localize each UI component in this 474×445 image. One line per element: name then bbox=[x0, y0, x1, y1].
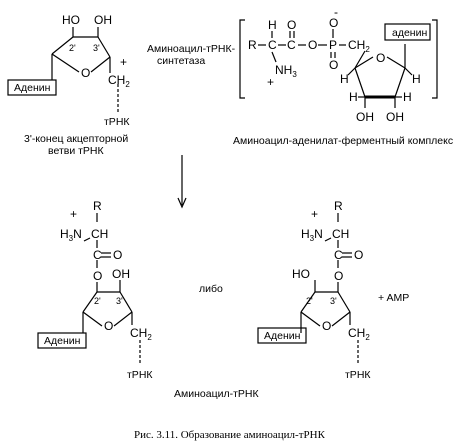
phosphorus-label: P bbox=[329, 38, 337, 52]
amine-charge-label: + bbox=[311, 207, 318, 221]
trna-end-structure bbox=[7, 27, 119, 112]
ch2-label: CH2 bbox=[348, 38, 370, 54]
carbonyl-c-label: C bbox=[287, 38, 296, 52]
c-alpha-label: C bbox=[268, 38, 277, 52]
amp-label: + AMP bbox=[378, 292, 409, 304]
ho-label: HO bbox=[292, 267, 310, 281]
trna-label: тРНК bbox=[127, 369, 153, 381]
ch2-label: CH2 bbox=[348, 326, 370, 342]
h-label-2: H bbox=[412, 72, 421, 86]
nh3-charge-label: + bbox=[267, 75, 274, 89]
h3n-label: H3N bbox=[301, 227, 323, 243]
caption-3-prime-line2: ветви тРНК bbox=[48, 145, 105, 157]
carbonyl-o-label: O bbox=[354, 248, 363, 262]
h-label-3: H bbox=[349, 90, 358, 104]
caption-3-prime-line1: 3'-конец акцепторной bbox=[24, 133, 128, 145]
r-group-label: R bbox=[334, 199, 343, 213]
oh-label: OH bbox=[112, 267, 130, 281]
phosphate-o-top-label: O bbox=[329, 16, 338, 30]
oh-left-label: HO bbox=[62, 13, 80, 27]
adenine-box bbox=[384, 23, 431, 41]
carbonyl-o-label: O bbox=[287, 18, 296, 32]
ring-oxygen-label: O bbox=[376, 51, 385, 65]
aminoacyl-trna-structure bbox=[37, 213, 141, 365]
r-group-label: R bbox=[248, 38, 257, 52]
ch2-label: CH2 bbox=[108, 73, 130, 89]
nh3-label: NH3 bbox=[275, 63, 297, 79]
adenine-label: аденин bbox=[392, 27, 427, 39]
product-caption: Аминоацил-тРНК bbox=[174, 388, 259, 400]
ester-o-label: O bbox=[93, 269, 102, 283]
trna-label: тРНК bbox=[345, 369, 371, 381]
c2-label: 2' bbox=[94, 296, 101, 306]
c2-label: 2' bbox=[306, 296, 313, 306]
carbonyl-c-label: C bbox=[93, 248, 102, 262]
adenine-label: Аденин bbox=[44, 335, 81, 347]
aminoacyl-trna-alt-structure bbox=[257, 213, 359, 365]
ring-oxygen-label: O bbox=[81, 66, 90, 80]
h-alpha-label: H bbox=[268, 18, 277, 32]
c3-label: 3' bbox=[93, 43, 100, 53]
figure-caption: Рис. 3.11. Образование аминоацил-тРНК bbox=[134, 429, 326, 441]
enzyme-name-line1: Аминоацил-тРНК- bbox=[147, 43, 236, 55]
oh-label-2: OH bbox=[386, 110, 404, 124]
adenine-label: Аденин bbox=[264, 330, 301, 342]
reaction-arrow bbox=[177, 155, 187, 209]
carbonyl-o-label: O bbox=[113, 248, 122, 262]
or-label: либо bbox=[199, 283, 223, 295]
ring-oxygen-label: O bbox=[104, 319, 113, 333]
trna-label: тРНК bbox=[104, 116, 130, 128]
h-label-1: H bbox=[340, 72, 349, 86]
ring-oxygen-label: O bbox=[322, 319, 331, 333]
c3-label: 3' bbox=[330, 296, 337, 306]
amine-charge-label: + bbox=[70, 207, 77, 221]
complex-caption: Аминоацил-аденилат-ферментный комплекс bbox=[233, 135, 453, 147]
c3-label: 3' bbox=[116, 296, 123, 306]
bridge-o-label: O bbox=[308, 38, 317, 52]
oh-right-label: OH bbox=[94, 13, 112, 27]
phosphate-o-bottom-label: O bbox=[329, 58, 338, 72]
phosphate-charge-label: - bbox=[334, 5, 338, 19]
adenine-box bbox=[37, 332, 87, 349]
plus-sign: + bbox=[120, 55, 127, 69]
ester-o-label: O bbox=[334, 269, 343, 283]
adenine-label: Аденин bbox=[14, 82, 51, 94]
adenine-box bbox=[257, 327, 307, 344]
ch-label: CH bbox=[91, 227, 108, 241]
ch2-label: CH2 bbox=[130, 326, 152, 342]
enzyme-name-line2: синтетаза bbox=[157, 55, 205, 67]
adenine-box bbox=[7, 79, 57, 96]
c2-label: 2' bbox=[69, 43, 76, 53]
oh-label-1: OH bbox=[356, 110, 374, 124]
h-label-4: H bbox=[403, 90, 412, 104]
r-group-label: R bbox=[93, 199, 102, 213]
carbonyl-c-label: C bbox=[334, 248, 343, 262]
ch-label: CH bbox=[332, 227, 349, 241]
h3n-label: H3N bbox=[60, 227, 82, 243]
enzyme-complex-structure bbox=[239, 19, 438, 108]
